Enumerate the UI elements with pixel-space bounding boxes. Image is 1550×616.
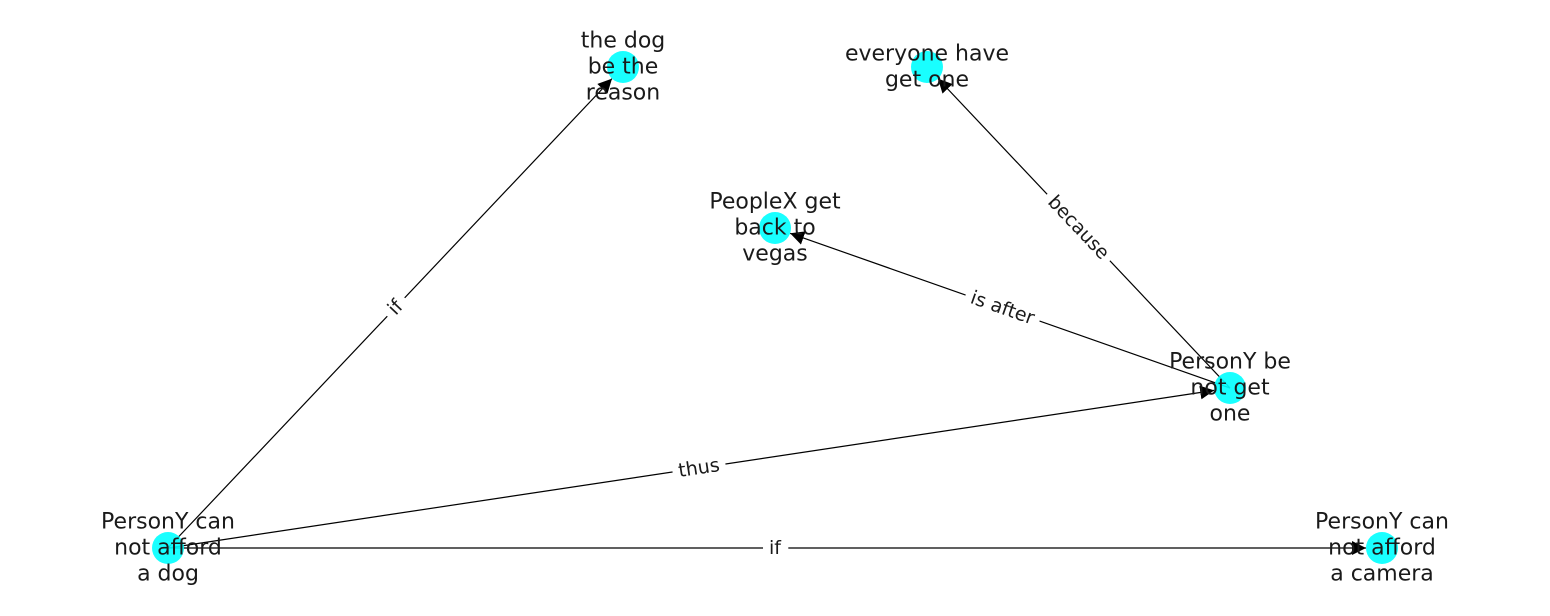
node-label-line: not afford: [114, 536, 222, 561]
node-label-line: get one: [885, 68, 969, 93]
node-persony_not_get: [1214, 372, 1246, 404]
edge-label-group: thus: [670, 451, 728, 485]
node-label-line: PersonY can: [1315, 510, 1449, 535]
node-label-line: not afford: [1328, 536, 1436, 561]
edge-label: is after: [968, 287, 1038, 330]
node-label-line: PeopleX get: [709, 190, 841, 215]
node-label-line: reason: [586, 81, 660, 106]
node-label-line: the dog: [581, 29, 666, 54]
edge-label-group: if: [377, 288, 415, 326]
edge-label-background: [670, 451, 728, 485]
node-persony_afford_dog: [152, 532, 184, 564]
edge-label-background: [1037, 185, 1120, 270]
edge-label-group: if: [763, 535, 789, 561]
node-label-line: be the: [588, 55, 659, 80]
node-label-line: vegas: [742, 242, 807, 267]
edge-label-background: [763, 535, 789, 561]
node-label-line: a camera: [1330, 562, 1434, 587]
edge-label-group: because: [1037, 185, 1120, 270]
node-peoplex_vegas: [759, 212, 791, 244]
node-label-line: one: [1210, 402, 1251, 427]
node-label-line: back to: [734, 216, 815, 241]
edge-label-background: [377, 288, 415, 326]
node-persony_afford_camera: [1366, 532, 1398, 564]
node-label-line: PersonY be: [1169, 350, 1291, 375]
edge-label: if: [769, 537, 782, 559]
edge-label-group: is after: [961, 282, 1044, 334]
edge-label-background: [961, 282, 1044, 334]
edge-label: because: [1043, 191, 1114, 264]
node-dog_reason: [607, 51, 639, 83]
node-label-line: not get: [1190, 376, 1270, 401]
node-label-line: PersonY can: [101, 510, 235, 535]
node-everyone_get: [911, 51, 943, 83]
edges-layer: [167, 78, 1366, 555]
node-label-line: a dog: [137, 562, 199, 587]
node-label-line: everyone have: [845, 42, 1009, 67]
nodes-layer: [152, 51, 1398, 564]
